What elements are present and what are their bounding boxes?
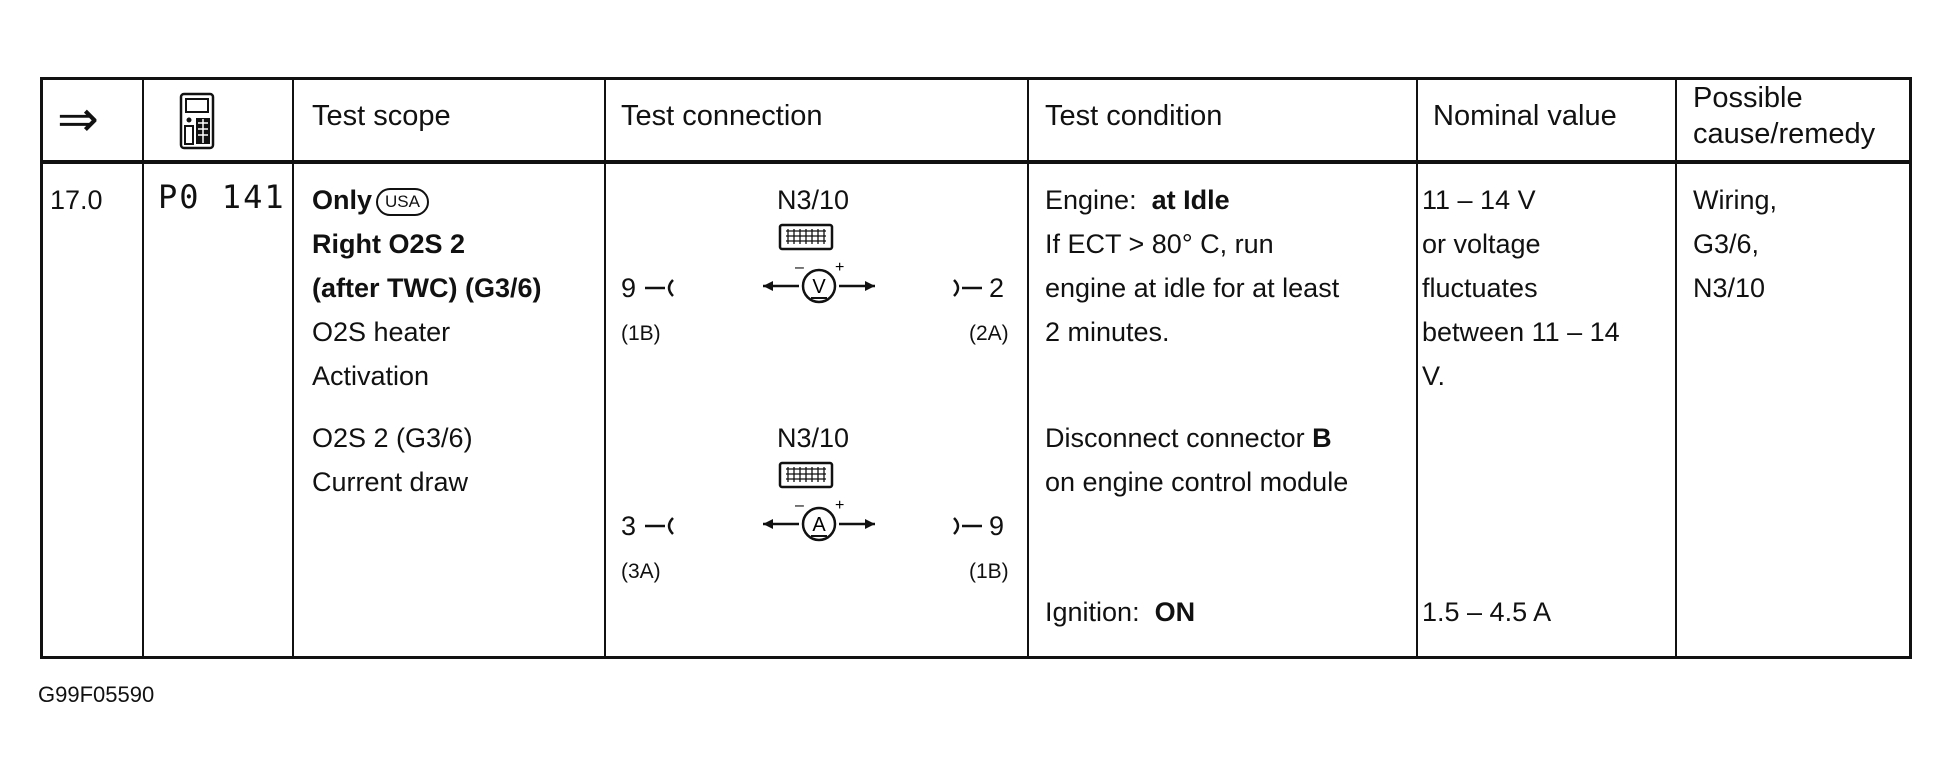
connector-icon [778, 220, 834, 264]
scope-heater-line2: Activation [312, 361, 430, 391]
svg-text:–: – [795, 259, 804, 276]
voltmeter-left-pin-sub: (1B) [621, 322, 661, 345]
right-plug-icon [950, 504, 984, 557]
nominal-line2: or voltage [1422, 229, 1541, 259]
arrow-icon: ⇒ [57, 91, 99, 147]
cause-line3: N3/10 [1693, 273, 1766, 303]
header-test-connection: Test connection [621, 100, 823, 132]
voltmeter-left-pin: 9 [621, 273, 637, 303]
scope-title-line1: Right O2S 2 [312, 229, 466, 259]
scope-current-line2: Current draw [312, 467, 469, 497]
svg-text:A: A [812, 514, 826, 536]
cause-line2: G3/6, [1693, 229, 1760, 259]
voltmeter-icon: V – + [759, 258, 879, 319]
column-divider [292, 80, 294, 656]
right-plug-icon [950, 266, 984, 319]
left-plug-icon [643, 504, 677, 557]
header-test-condition: Test condition [1045, 100, 1223, 132]
step-number: 17.0 [50, 185, 103, 215]
diagnostic-tester-icon [179, 92, 215, 163]
column-divider [1027, 80, 1029, 656]
nominal-line4: between 11 – 14 [1422, 317, 1620, 347]
header-divider [43, 160, 1909, 164]
condition-ignition: Ignition: ON [1045, 597, 1196, 627]
fault-code: P0 141 [158, 178, 286, 216]
condition-line2: If ECT > 80° C, run [1045, 229, 1274, 259]
scope-heater-line1: O2S heater [312, 317, 451, 347]
figure-id: G99F05590 [38, 682, 155, 707]
svg-text:+: + [835, 497, 844, 514]
nominal-line3: fluctuates [1422, 273, 1538, 303]
condition-engine: Engine: at Idle [1045, 185, 1230, 215]
condition-disconnect: Disconnect connector B [1045, 423, 1332, 453]
ammeter-module-label: N3/10 [777, 423, 850, 453]
nominal-line1: 11 – 14 V [1422, 185, 1536, 215]
condition-line4: 2 minutes. [1045, 317, 1170, 347]
voltmeter-right-pin-sub: (2A) [969, 322, 1009, 345]
condition-line3: engine at idle for at least [1045, 273, 1340, 303]
svg-text:V: V [812, 276, 826, 298]
scope-current-line1: O2S 2 (G3/6) [312, 423, 473, 453]
left-plug-icon [643, 266, 677, 319]
scope-title-line2: (after TWC) (G3/6) [312, 273, 542, 303]
ammeter-right-pin: 9 [989, 511, 1005, 541]
column-divider [1416, 80, 1418, 656]
ammeter-left-pin-sub: (3A) [621, 560, 661, 583]
header-nominal-value: Nominal value [1433, 100, 1617, 132]
svg-text:+: + [835, 259, 844, 276]
ammeter-left-pin: 3 [621, 511, 637, 541]
column-divider [1675, 80, 1677, 656]
ammeter-icon: A – + [759, 496, 879, 557]
column-divider [142, 80, 144, 656]
nominal-current: 1.5 – 4.5 A [1422, 597, 1552, 627]
voltmeter-module-label: N3/10 [777, 185, 850, 215]
connector-icon [778, 458, 834, 502]
header-possible-cause: Possible cause/remedy [1693, 82, 1876, 150]
nominal-line5: V. [1422, 361, 1446, 391]
ammeter-right-pin-sub: (1B) [969, 560, 1009, 583]
header-test-scope: Test scope [312, 100, 451, 132]
cause-line1: Wiring, [1693, 185, 1778, 215]
svg-text:–: – [795, 497, 804, 514]
voltmeter-right-pin: 2 [989, 273, 1005, 303]
diagnostic-table: ⇒ Test scope Test connection Test condit… [40, 77, 1912, 659]
column-divider [604, 80, 606, 656]
condition-disconnect-line2: on engine control module [1045, 467, 1349, 497]
usa-badge: USA [376, 187, 429, 216]
